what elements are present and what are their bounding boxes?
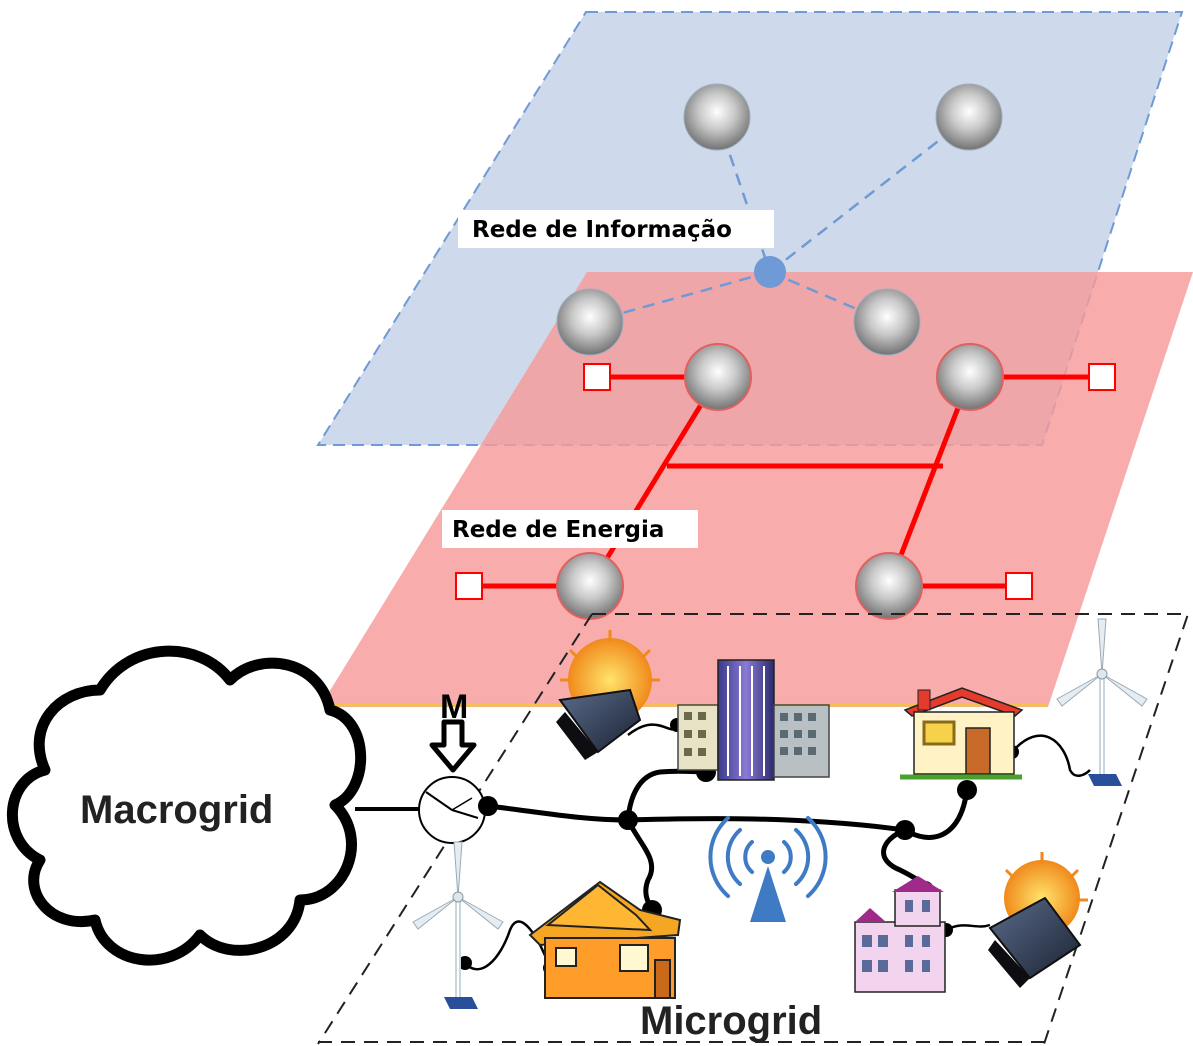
svg-text:Rede de Informação: Rede de Informação <box>472 217 732 243</box>
house-icon <box>528 880 682 999</box>
meter-clock-icon: M <box>418 688 486 844</box>
sphere-node-icon <box>556 83 1004 620</box>
energy-network-label: Rede de Energia <box>442 510 698 548</box>
apartment-icon <box>854 876 946 993</box>
wind-turbine-icon <box>413 842 503 1009</box>
house-icon <box>900 687 1024 780</box>
wind-turbine-icon <box>1057 619 1147 786</box>
microgrid-label: Microgrid <box>640 999 822 1043</box>
solar-panel-icon <box>988 852 1088 988</box>
microgrid-power-lines <box>485 768 970 913</box>
hub-node-icon <box>754 256 786 288</box>
macrogrid-label: Macrogrid <box>80 788 273 832</box>
information-network-label: Rede de Informação <box>458 210 774 248</box>
solar-panel-icon <box>556 630 660 760</box>
cloud-icon <box>6 645 367 966</box>
svg-text:Rede de Energia: Rede de Energia <box>452 517 664 543</box>
terminal-square-icon <box>455 363 1116 600</box>
office-building-icon <box>677 659 830 781</box>
energy-links <box>470 374 1102 589</box>
wireless-antenna-icon <box>708 816 828 922</box>
